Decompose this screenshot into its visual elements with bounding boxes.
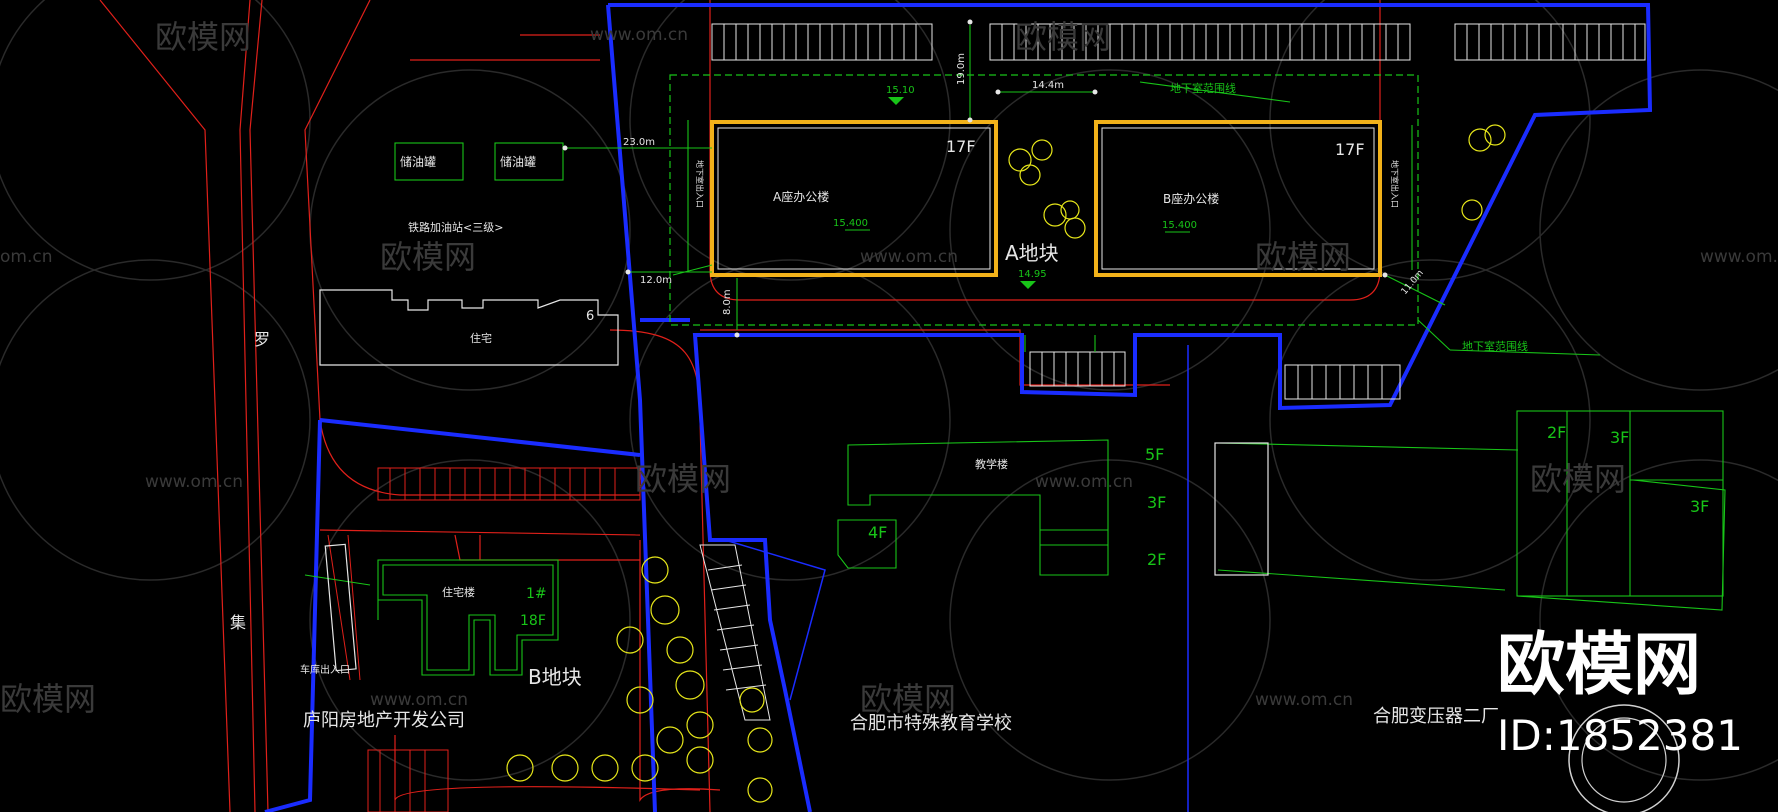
site-boundary xyxy=(264,3,1653,812)
road-char-1: 罗 xyxy=(254,330,270,349)
tower-inner xyxy=(717,127,1375,270)
parking-hatch xyxy=(327,467,641,812)
side-note-a: 地下室出入口 xyxy=(695,160,705,208)
road-char-2: 集 xyxy=(230,613,246,632)
factory-tag-3f-a: 3F xyxy=(1610,428,1629,447)
basement-label-2: 地下室范围线 xyxy=(1462,339,1528,353)
watermark-url-6: www.om.cn xyxy=(370,690,468,710)
watermark-brand-2: 欧模网 xyxy=(380,238,476,276)
elev-top: 15.10 xyxy=(886,85,915,96)
oil-tank-1: 储油罐 xyxy=(400,154,436,169)
tower-b-label: B座办公楼 xyxy=(1163,191,1219,206)
dim-top: 19.0m xyxy=(956,53,967,85)
residence-label: 住宅 xyxy=(470,331,492,345)
tower-a-elev: 15.400 xyxy=(833,218,868,229)
res-tower-no: 1# xyxy=(526,586,547,602)
developer-label: 庐阳房地产开发公司 xyxy=(303,710,465,731)
floor-tag-5f: 5F xyxy=(1145,445,1164,464)
tower-a-floors: 17F xyxy=(946,137,976,156)
watermark-url-7: www.om.cn xyxy=(1255,690,1353,710)
res-tower-label: 住宅楼 xyxy=(442,585,475,599)
floor-tag-4f: 4F xyxy=(868,523,887,542)
school-label: 合肥市特殊教育学校 xyxy=(850,713,1012,734)
trees xyxy=(506,124,1506,803)
elev-mid: 14.95 xyxy=(1018,269,1047,280)
factory-tag-3f-b: 3F xyxy=(1690,497,1709,516)
side-note-b: 地下室出入口 xyxy=(1390,160,1400,208)
watermark-brand-6: 欧模网 xyxy=(1255,238,1351,276)
basement-label-1: 地下室范围线 xyxy=(1170,81,1236,95)
factory-label: 合肥变压器二厂 xyxy=(1373,706,1499,727)
watermark-url-3: www.om.cn xyxy=(1700,247,1778,267)
dim-8: 8.0m xyxy=(722,289,733,315)
dim-ticks xyxy=(562,19,1388,338)
watermark-url-1: www.om.cn xyxy=(590,25,688,45)
teaching-label: 教学楼 xyxy=(975,457,1008,471)
watermark-brand-8: 欧模网 xyxy=(0,680,96,718)
tower-b-floors: 17F xyxy=(1335,140,1365,159)
factory-tag-2f: 2F xyxy=(1547,423,1566,442)
dim-12: 12.0m xyxy=(640,275,672,286)
watermark-brand-4: 欧模网 xyxy=(860,680,956,718)
elevation-markers xyxy=(888,97,1036,289)
floor-tag-2f: 2F xyxy=(1147,550,1166,569)
watermark-brand-3: 欧模网 xyxy=(635,460,731,498)
tower-a-outline xyxy=(710,120,998,277)
watermark-id: ID:1852381 xyxy=(1497,711,1743,760)
block-a-label: A地块 xyxy=(1005,241,1059,265)
watermark-brand-5: 欧模网 xyxy=(1015,18,1111,56)
res-tower-floors: 18F xyxy=(520,613,546,629)
white-outlines xyxy=(319,289,1269,672)
watermark-url-5: www.om.cn xyxy=(1035,472,1133,492)
watermark-url-4: www.om.cn xyxy=(145,472,243,492)
boundary-thin xyxy=(724,345,1189,812)
watermark-url-2: www.om.cn xyxy=(860,247,958,267)
residence-no: 6 xyxy=(586,309,594,324)
watermark-urls: www.om.cn www.om.cn www.om.cn www.om.cn … xyxy=(0,25,1778,710)
dim-gap: 14.4m xyxy=(1032,80,1064,91)
garage-entry: 车库出入口 xyxy=(300,663,350,676)
fuel-station: 铁路加油站<三级> xyxy=(408,220,503,234)
watermark-url-8: om.cn xyxy=(0,247,53,267)
dim-left: 23.0m xyxy=(623,137,655,148)
tower-a-label: A座办公楼 xyxy=(773,189,829,204)
green-outlines xyxy=(304,25,1726,676)
watermark-brand-7: 欧模网 xyxy=(1530,460,1626,498)
basement-outline xyxy=(669,74,1419,326)
watermark-brands: 欧模网 欧模网 欧模网 欧模网 欧模网 欧模网 欧模网 欧模网 xyxy=(0,18,1626,718)
watermark-brand-1: 欧模网 xyxy=(155,18,251,56)
tower-b-outline xyxy=(1094,120,1382,277)
road-lines xyxy=(99,0,1381,812)
brand-logo: 欧模网 ID:1852381 xyxy=(1497,626,1743,812)
tower-b-elev: 15.400 xyxy=(1162,220,1197,231)
parking-stalls xyxy=(699,23,1646,721)
big-brand: 欧模网 xyxy=(1497,626,1701,705)
block-b-label: B地块 xyxy=(528,665,582,689)
oil-tank-2: 储油罐 xyxy=(500,154,536,169)
floor-tag-3f: 3F xyxy=(1147,493,1166,512)
